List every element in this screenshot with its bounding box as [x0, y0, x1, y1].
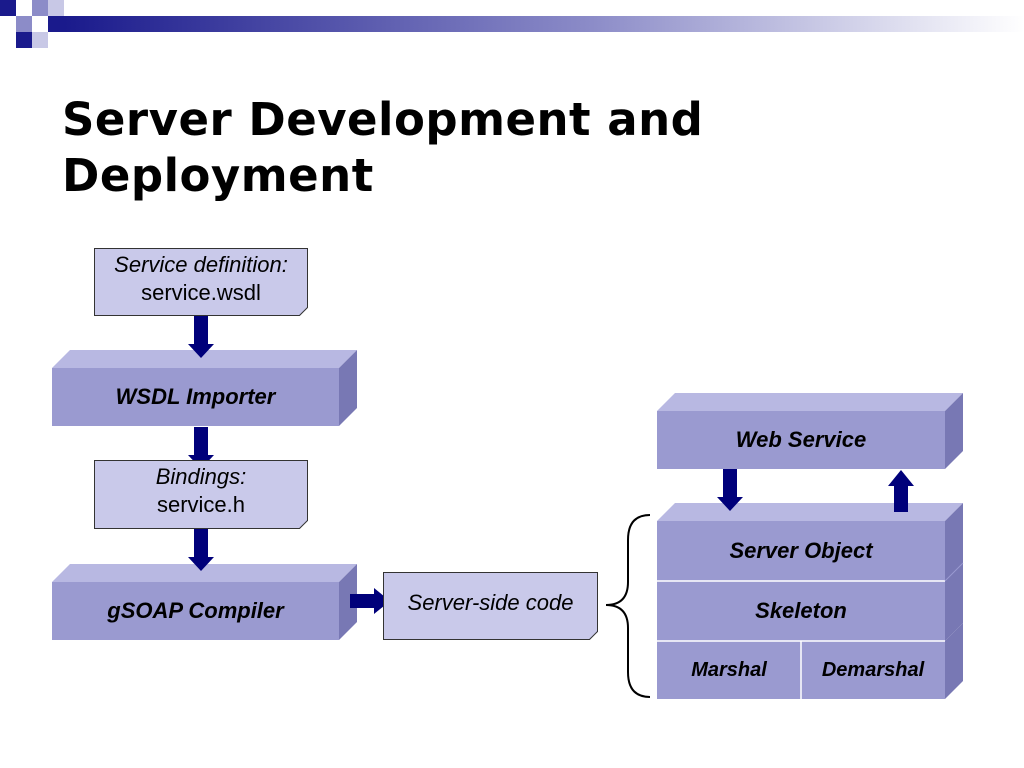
gsoap-compiler-box [52, 564, 357, 640]
page-fold-icon [589, 631, 598, 640]
curly-brace [605, 514, 651, 698]
service-wsdl-filename: service.wsdl [141, 280, 261, 305]
server-side-code-doc: Server-side code [383, 572, 598, 640]
arrow-up-to-webservice [888, 470, 914, 512]
page-fold-icon [299, 307, 308, 316]
page-title: Server Development and Deployment [62, 92, 962, 204]
bindings-label: Bindings: [155, 464, 247, 489]
arrow-service-to-importer [188, 316, 214, 358]
server-side-code-label: Server-side code [407, 590, 574, 615]
header-decoration [0, 0, 1024, 48]
arrow-bindings-to-compiler [188, 529, 214, 571]
bindings-doc: Bindings: service.h [94, 460, 308, 529]
web-service-label: Web Service [735, 427, 867, 452]
wsdl-importer-label: WSDL Importer [115, 384, 276, 409]
skeleton-label: Skeleton [755, 598, 847, 623]
title-line-1: Server Development and [62, 93, 704, 146]
gsoap-compiler-label: gSOAP Compiler [107, 598, 284, 623]
marshal-label: Marshal [691, 658, 767, 681]
service-definition-doc: Service definition: service.wsdl [94, 248, 308, 316]
server-stack [657, 503, 964, 699]
web-service-box [657, 393, 963, 469]
page-fold-icon [299, 520, 308, 529]
demarshal-label: Demarshal [821, 658, 925, 681]
arrow-webservice-down [717, 469, 743, 511]
service-h-filename: service.h [156, 492, 246, 517]
title-line-2: Deployment [62, 149, 374, 202]
service-definition-label: Service definition: [114, 252, 288, 277]
arrow-compiler-to-code [350, 588, 390, 614]
server-object-label: Server Object [729, 538, 873, 563]
wsdl-importer-box [52, 350, 357, 426]
